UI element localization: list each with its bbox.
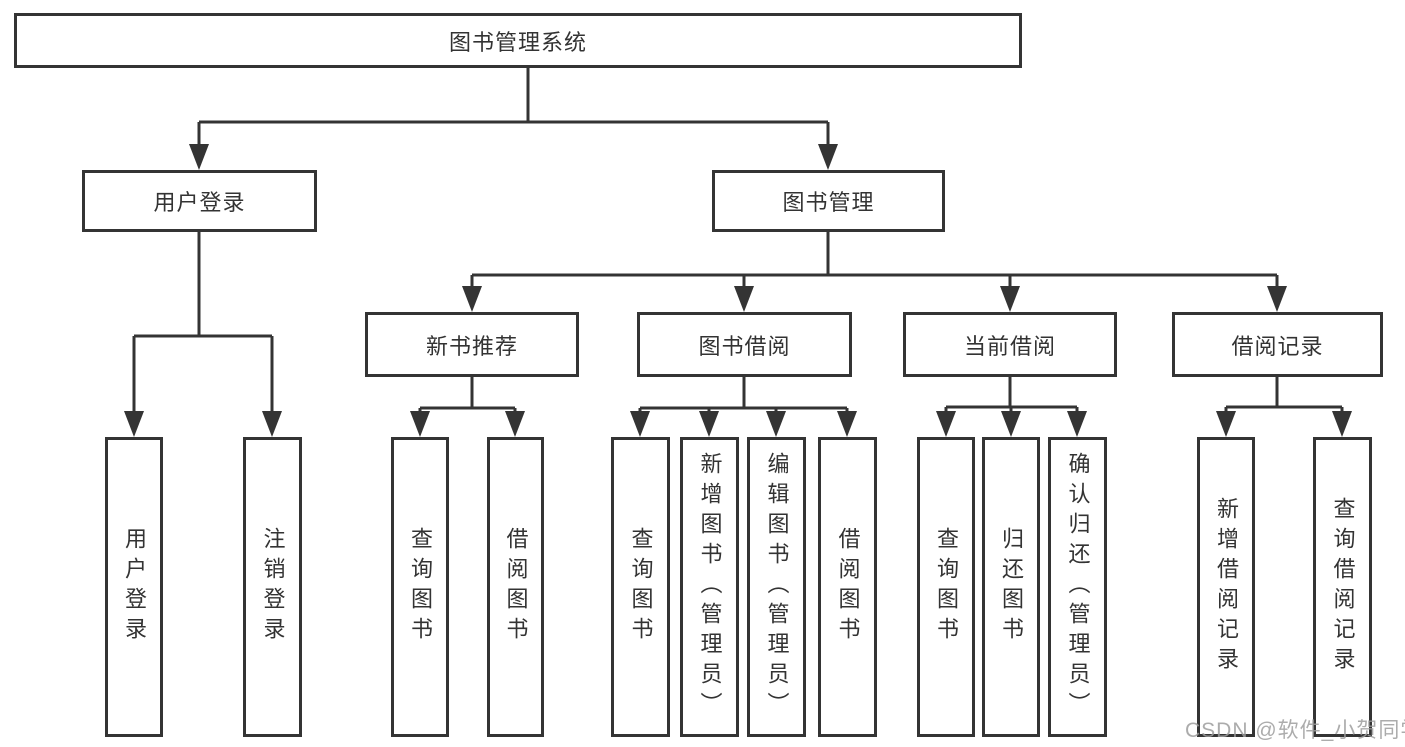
leaf-user-login: 用户登录 — [105, 437, 163, 737]
leaf-query-books-recommend: 查询图书 — [391, 437, 449, 737]
leaf-edit-book-admin: 编辑图书（管理员） — [747, 437, 806, 737]
connector-borrow-records-to-leaves — [1224, 377, 1344, 414]
csdn-watermark: CSDN @软件_小贺同学 — [1185, 719, 1405, 742]
leaf-query-borrow-record: 查询借阅记录 — [1313, 437, 1372, 737]
leaf-query-books-borrowing: 查询图书 — [611, 437, 670, 737]
leaf-add-borrow-record: 新增借阅记录 — [1197, 437, 1255, 737]
leaf-borrow-books-borrowing: 借阅图书 — [818, 437, 877, 737]
connector-new-book-to-leaves — [418, 377, 517, 414]
node-book-management: 图书管理 — [712, 170, 945, 232]
node-library-management-system: 图书管理系统 — [14, 13, 1022, 68]
node-borrowing-records: 借阅记录 — [1172, 312, 1383, 377]
leaf-confirm-return-admin: 确认归还（管理员） — [1048, 437, 1107, 737]
leaf-logout: 注销登录 — [243, 437, 302, 737]
leaf-add-book-admin: 新增图书（管理员） — [680, 437, 739, 737]
leaf-query-books-current: 查询图书 — [917, 437, 975, 737]
node-book-borrowing: 图书借阅 — [637, 312, 852, 377]
node-user-login: 用户登录 — [82, 170, 317, 232]
connector-book-borrow-to-leaves — [638, 377, 849, 414]
leaf-return-book: 归还图书 — [982, 437, 1040, 737]
connector-book-management-to-level3 — [470, 232, 1279, 290]
node-new-book-recommendation: 新书推荐 — [365, 312, 579, 377]
leaf-borrow-books-recommend: 借阅图书 — [487, 437, 544, 737]
connector-current-borrow-to-leaves — [944, 377, 1079, 414]
connector-user-login-to-leaves — [132, 232, 274, 414]
node-current-borrowing: 当前借阅 — [903, 312, 1117, 377]
connector-root-to-level2 — [197, 68, 830, 149]
